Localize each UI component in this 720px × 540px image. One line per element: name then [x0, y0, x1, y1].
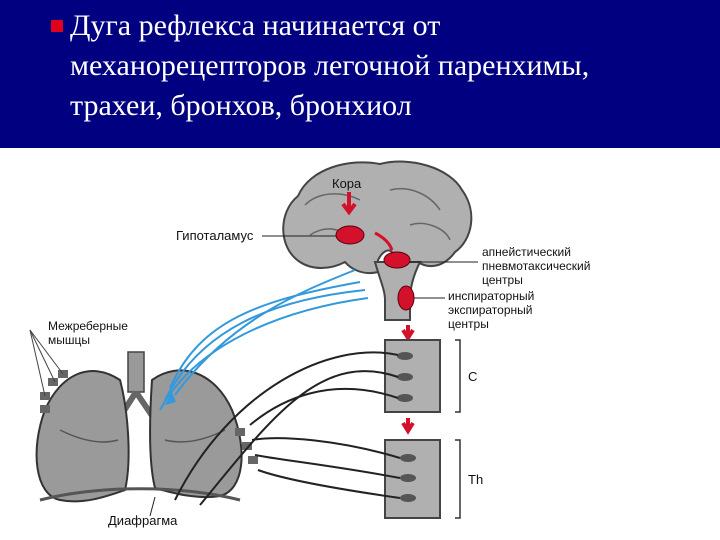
- label-center-3: центры: [482, 273, 523, 287]
- label-center-6: центры: [448, 317, 489, 331]
- label-cortex: Кора: [332, 176, 362, 191]
- intercostal-muscles: [29, 329, 258, 464]
- nerve-pathways: [159, 269, 401, 506]
- hypothalamus-marker: [335, 225, 365, 245]
- title-line-3: трахеи, бронхов, бронхиол: [70, 89, 412, 122]
- label-center-4: инспираторный: [448, 289, 534, 303]
- label-center-5: экспираторный: [448, 303, 532, 317]
- label-spine-th: Th: [468, 472, 483, 487]
- leader-lines: [149, 235, 478, 517]
- label-hypothalamus: Гипоталамус: [176, 228, 254, 243]
- label-diaphragm: Диафрагма: [108, 513, 178, 528]
- label-intercostal-2: мышцы: [48, 333, 90, 347]
- label-center-2: пневмотаксический: [482, 259, 590, 273]
- reflex-arc-diagram: Кора Гипоталамус апнейстический пневмота…: [29, 160, 590, 528]
- cortex-arrow: [341, 192, 357, 216]
- label-intercostal-1: Межреберные: [48, 319, 128, 333]
- title-banner: Дуга рефлекса начинается от механорецепт…: [0, 0, 720, 148]
- title-line-2: механорецепторов легочной паренхимы,: [70, 49, 590, 82]
- brain-illustration: [282, 160, 473, 321]
- slide-title: Дуга рефлекса начинается от механорецепт…: [70, 6, 710, 126]
- label-center-1: апнейстический: [482, 245, 571, 259]
- inspiratory-marker: [397, 285, 415, 311]
- label-spine-c: C: [468, 369, 477, 384]
- title-line-1: Дуга рефлекса начинается от: [70, 9, 441, 42]
- bullet-marker: [51, 20, 63, 32]
- spinal-cord: [384, 339, 461, 519]
- pneumotaxic-marker: [383, 251, 411, 269]
